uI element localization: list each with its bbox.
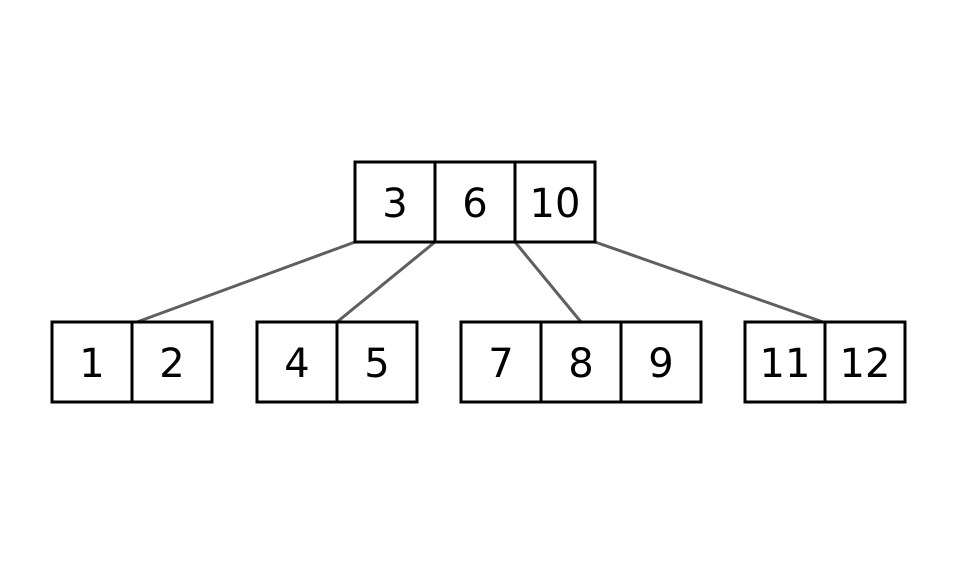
child-key-cell: 1 [50,320,134,404]
root-key-label: 6 [462,181,487,227]
child-key-label: 11 [760,341,811,387]
child-key-cell: 5 [335,320,419,404]
child-node-1: 1 2 [50,320,214,404]
child-node-2: 4 5 [255,320,419,404]
child-key-label: 2 [159,341,184,387]
child-key-cell: 7 [459,320,543,404]
edges [136,240,824,324]
child-key-cell: 9 [619,320,703,404]
child-key-label: 4 [284,341,309,387]
child-key-label: 5 [364,341,389,387]
child-key-label: 8 [568,341,593,387]
child-key-label: 12 [840,341,891,387]
edge-root-child-2 [336,240,436,324]
root-node: 3 6 10 [353,160,597,244]
child-key-cell: 2 [130,320,214,404]
child-key-label: 7 [488,341,513,387]
edge-root-child-4 [594,240,824,324]
child-node-3: 7 8 9 [459,320,703,404]
child-node-4: 11 12 [743,320,907,404]
root-key-cell: 6 [433,160,517,244]
edge-root-child-3 [513,241,583,323]
edge-root-child-1 [136,240,356,324]
root-key-cell: 3 [353,160,437,244]
child-key-cell: 4 [255,320,339,404]
child-key-cell: 11 [743,320,827,404]
child-key-cell: 12 [823,320,907,404]
child-key-label: 9 [648,341,673,387]
child-key-cell: 8 [539,320,623,404]
child-key-label: 1 [79,341,104,387]
root-key-label: 10 [530,181,581,227]
root-key-cell: 10 [513,160,597,244]
root-key-label: 3 [382,181,407,227]
